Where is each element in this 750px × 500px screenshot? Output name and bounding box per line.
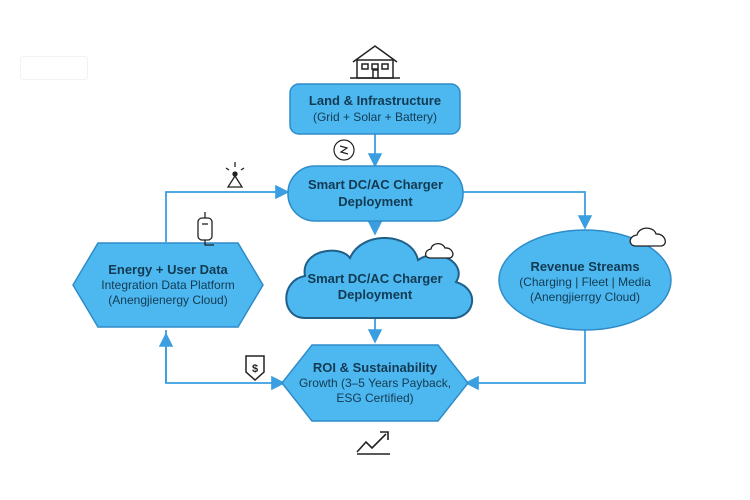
node-revenue-streams bbox=[498, 229, 672, 331]
node-roi-sustainability bbox=[281, 344, 469, 422]
roi-title: ROI & Sustainability bbox=[312, 359, 438, 375]
small-cloud-icon bbox=[424, 242, 454, 259]
energy-line3: (Anengjienergy Cloud) bbox=[108, 293, 228, 308]
antenna-icon bbox=[225, 162, 245, 188]
cloud-title: Smart DC/AC Charger bbox=[307, 270, 443, 286]
energy-title: Energy + User Data bbox=[108, 261, 228, 277]
circuit-icon bbox=[333, 139, 355, 161]
label-roi-sustainability: ROI & Sustainability Growth (3–5 Years P… bbox=[288, 350, 462, 416]
node-land-infrastructure bbox=[289, 83, 461, 135]
arrow-energy-to-charger bbox=[165, 184, 290, 242]
small-cloud-icon bbox=[629, 227, 666, 247]
building-icon bbox=[350, 45, 400, 79]
label-charger-deployment: Smart DC/AC Charger Deployment bbox=[288, 166, 463, 221]
label-land-infrastructure: Land & Infrastructure (Grid + Solar + Ba… bbox=[290, 84, 460, 134]
energy-line2: Integration Data Platform bbox=[101, 278, 235, 293]
growth-chart-icon bbox=[356, 431, 390, 455]
revenue-line3: (Anengjierrgy Cloud) bbox=[529, 290, 641, 305]
land-title: Land & Infrastructure bbox=[308, 93, 442, 109]
charger-title: Smart DC/AC Charger bbox=[307, 177, 444, 193]
plug-icon bbox=[197, 212, 214, 246]
roi-line3: ESG Certified) bbox=[336, 391, 414, 406]
label-revenue-streams: Revenue Streams (Charging | Fleet | Medi… bbox=[503, 248, 667, 316]
dollar-shield-icon: $ bbox=[245, 355, 265, 382]
arrow-charger-to-revenue bbox=[463, 191, 593, 230]
label-energy-user-data: Energy + User Data Integration Data Plat… bbox=[78, 248, 258, 322]
revenue-line2: (Charging | Fleet | Media bbox=[519, 275, 651, 290]
arrow-revenue-to-roi bbox=[464, 330, 586, 391]
land-subtitle: (Grid + Solar + Battery) bbox=[312, 109, 438, 124]
cloud-subtitle: Deployment bbox=[337, 287, 413, 302]
watermark bbox=[20, 56, 88, 80]
charger-subtitle: Deployment bbox=[338, 193, 413, 209]
node-charger-deployment bbox=[287, 165, 464, 222]
node-cloud-deployment bbox=[285, 237, 474, 320]
svg-text:$: $ bbox=[252, 363, 258, 375]
roi-line2: Growth (3–5 Years Payback, bbox=[298, 376, 452, 391]
revenue-title: Revenue Streams bbox=[530, 258, 640, 274]
label-cloud-deployment: Smart DC/AC Charger Deployment bbox=[300, 262, 450, 312]
node-energy-user-data bbox=[72, 242, 264, 328]
